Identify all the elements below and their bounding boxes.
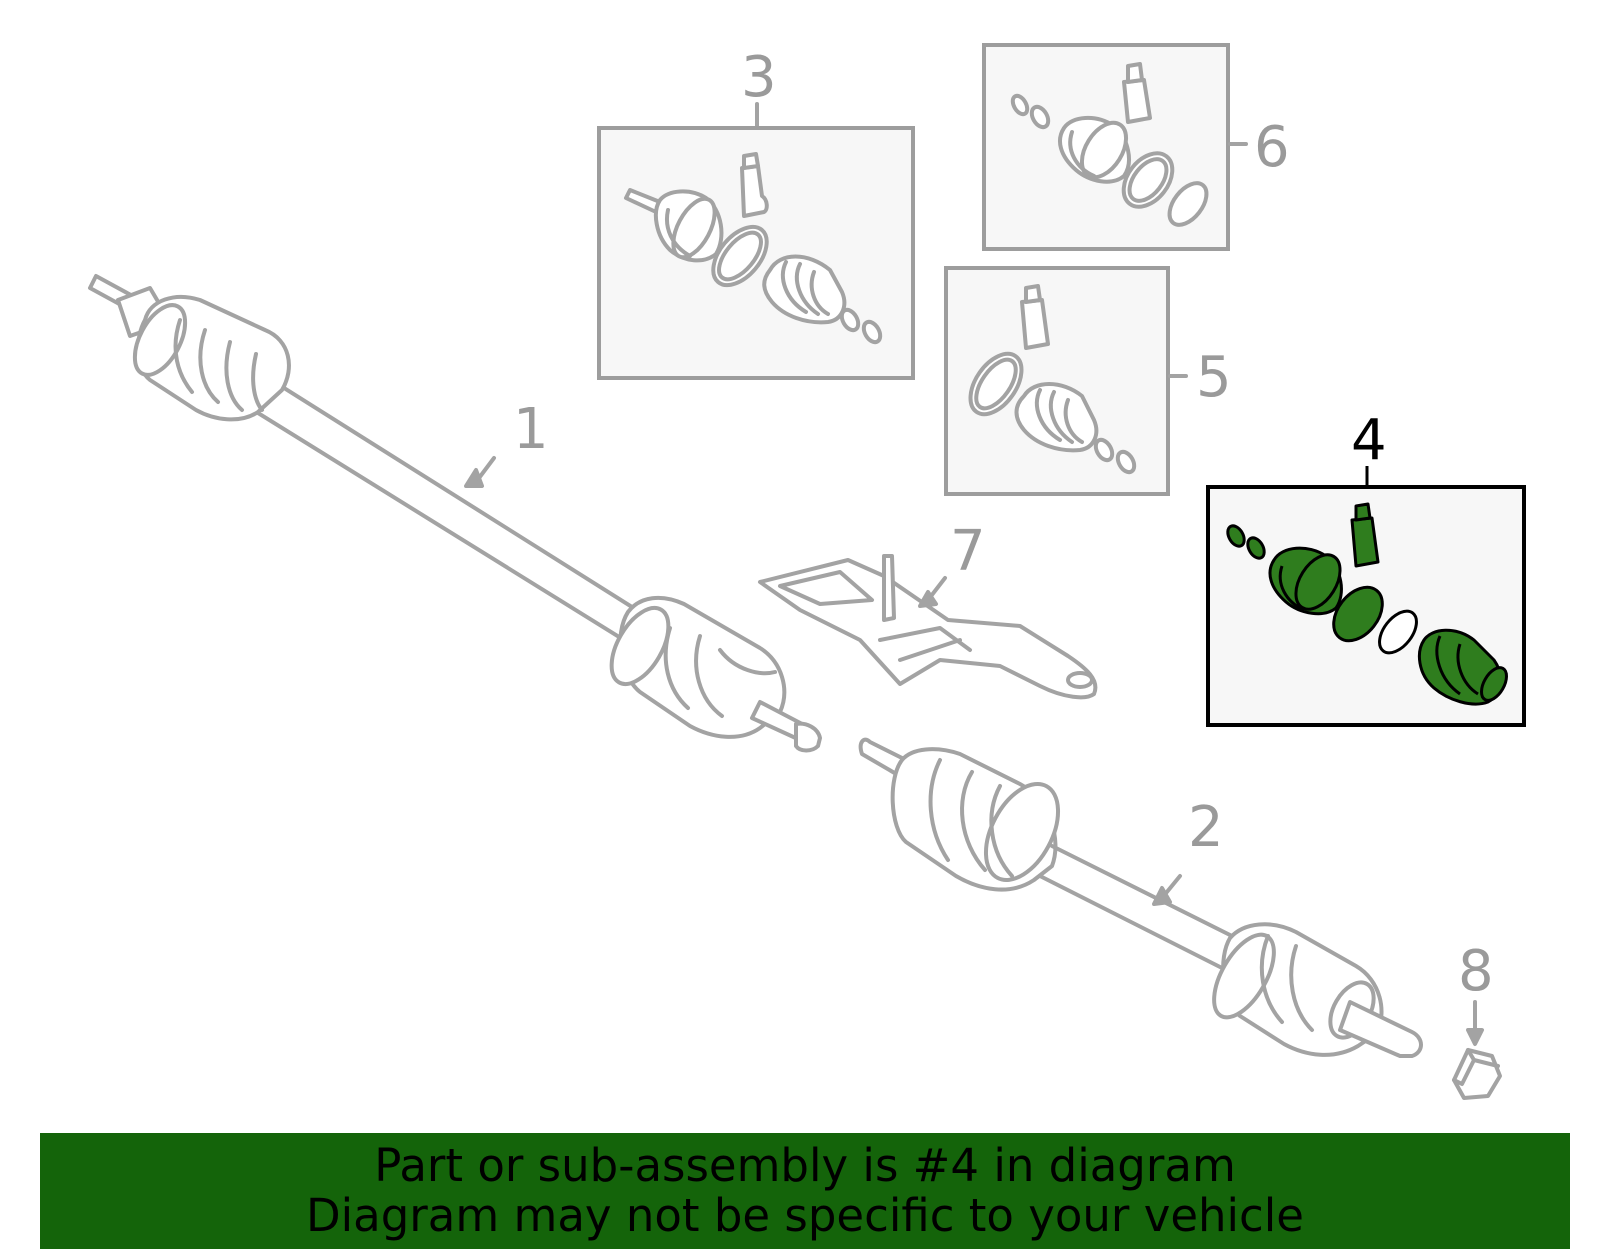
callout-5: 5: [1196, 345, 1232, 410]
part-8-nut[interactable]: [1452, 1000, 1502, 1100]
callout-3: 3: [741, 45, 777, 110]
part-1-drive-shaft[interactable]: [88, 274, 822, 753]
callout-4: 4: [1351, 408, 1387, 473]
banner-line-1: Part or sub-assembly is #4 in diagram: [374, 1139, 1236, 1192]
callout-1: 1: [513, 397, 549, 462]
part-5-kit-box[interactable]: [944, 266, 1188, 496]
part-3-kit-box[interactable]: [597, 102, 915, 380]
part-4-kit-box-highlighted[interactable]: [1206, 466, 1526, 727]
info-banner: Part or sub-assembly is #4 in diagram Di…: [40, 1133, 1570, 1249]
callout-7: 7: [950, 519, 986, 584]
part-7-bracket[interactable]: [758, 554, 1098, 700]
callout-8: 8: [1458, 939, 1494, 1004]
part-6-kit-box[interactable]: [982, 43, 1248, 251]
callout-2: 2: [1188, 795, 1224, 860]
part-2-drive-shaft[interactable]: [858, 737, 1423, 1058]
callout-6: 6: [1254, 115, 1290, 180]
banner-line-2: Diagram may not be specific to your vehi…: [306, 1189, 1304, 1242]
